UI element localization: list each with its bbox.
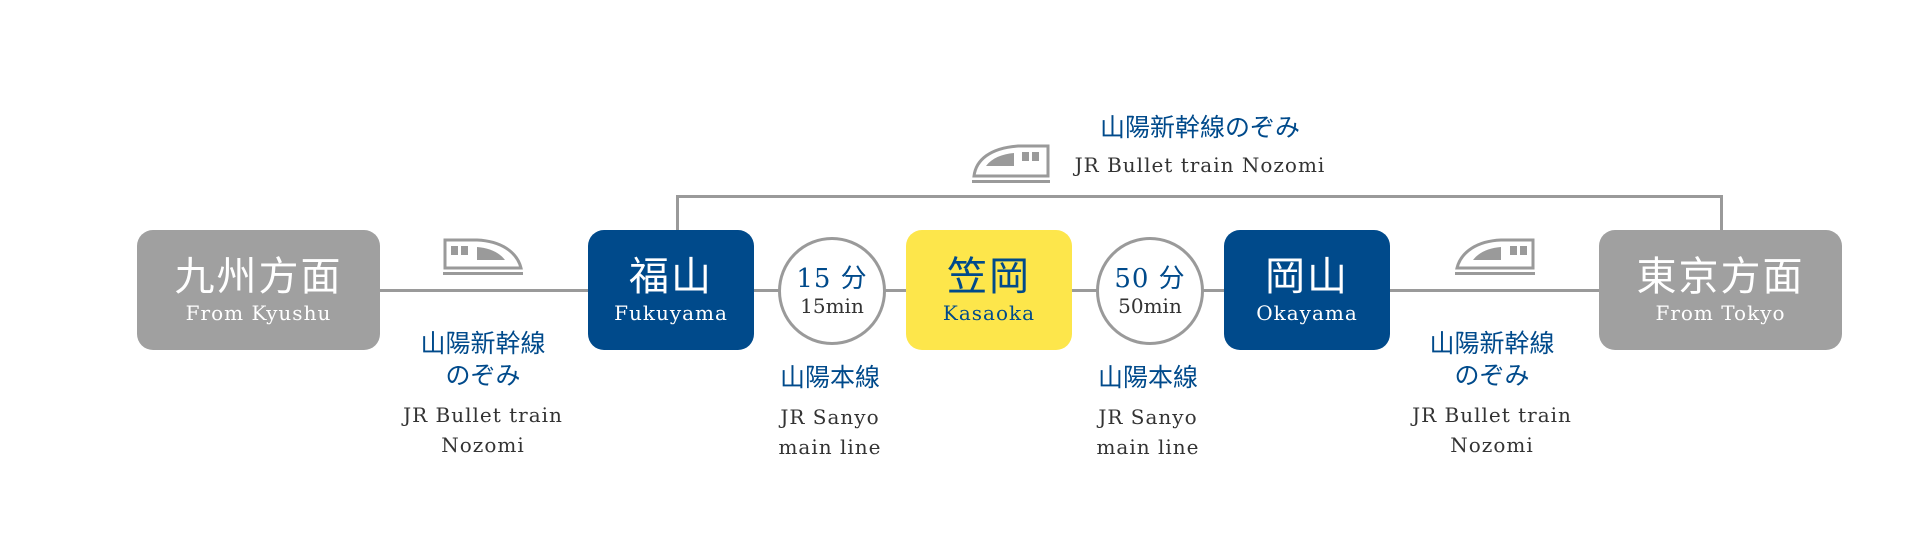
station-kyushu-en: From Kyushu — [185, 301, 332, 325]
station-kyushu-jp: 九州方面 — [174, 254, 343, 300]
station-tokyo-jp: 東京方面 — [1636, 254, 1805, 300]
route-label-mid-left-jp: 山陽本線 — [779, 363, 880, 392]
route-label-right-jp2: のぞみ — [1454, 361, 1530, 390]
time-circle-kasaoka-okayama: 50 分 50min — [1096, 237, 1204, 345]
route-label-mid-right-en1: JR Sanyo — [1098, 405, 1198, 429]
top-route-label: 山陽新幹線のぞみ JR Bullet train Nozomi — [1050, 112, 1350, 180]
route-label-right-en2: Nozomi — [1450, 433, 1534, 457]
time-en: 50min — [1118, 294, 1182, 318]
station-kyushu: 九州方面 From Kyushu — [137, 230, 380, 350]
time-jp: 15 分 — [796, 264, 868, 294]
route-label-left-en2: Nozomi — [441, 433, 525, 457]
station-tokyo: 東京方面 From Tokyo — [1599, 230, 1842, 350]
route-label-left-jp2: のぞみ — [445, 361, 521, 390]
time-jp: 50 分 — [1114, 264, 1186, 294]
bullet-train-icon — [972, 144, 1050, 183]
station-okayama-jp: 岡山 — [1265, 254, 1349, 300]
top-route-jp: 山陽新幹線のぞみ — [1099, 113, 1300, 142]
station-fukuyama: 福山 Fukuyama — [588, 230, 754, 350]
route-label-left-jp1: 山陽新幹線 — [420, 329, 546, 358]
route-label-mid-left: 山陽本線 JR Sanyo main line — [730, 362, 930, 462]
route-label-mid-left-en1: JR Sanyo — [780, 405, 880, 429]
station-fukuyama-en: Fukuyama — [614, 301, 728, 325]
route-label-mid-right-jp: 山陽本線 — [1097, 363, 1198, 392]
bypass-line-right-drop — [1720, 195, 1723, 231]
route-label-mid-right: 山陽本線 JR Sanyo main line — [1048, 362, 1248, 462]
station-okayama: 岡山 Okayama — [1224, 230, 1390, 350]
station-tokyo-en: From Tokyo — [1655, 301, 1786, 325]
station-okayama-en: Okayama — [1256, 301, 1358, 325]
route-label-left: 山陽新幹線 のぞみ JR Bullet train Nozomi — [383, 328, 583, 460]
bypass-line-left-drop — [676, 195, 679, 231]
route-label-right-jp1: 山陽新幹線 — [1429, 329, 1555, 358]
station-kasaoka: 笠岡 Kasaoka — [906, 230, 1072, 350]
route-label-left-en1: JR Bullet train — [403, 403, 563, 427]
bullet-train-icon — [443, 238, 523, 275]
route-label-right: 山陽新幹線 のぞみ JR Bullet train Nozomi — [1392, 328, 1592, 460]
route-label-mid-left-en2: main line — [778, 435, 882, 459]
time-en: 15min — [800, 294, 864, 318]
route-label-mid-right-en2: main line — [1096, 435, 1200, 459]
bullet-train-icon — [1455, 238, 1535, 275]
station-kasaoka-en: Kasaoka — [942, 301, 1036, 325]
route-label-right-en1: JR Bullet train — [1412, 403, 1572, 427]
station-fukuyama-jp: 福山 — [629, 254, 713, 300]
top-route-en: JR Bullet train Nozomi — [1074, 153, 1326, 177]
station-kasaoka-jp: 笠岡 — [947, 254, 1031, 300]
time-circle-fukuyama-kasaoka: 15 分 15min — [778, 237, 886, 345]
bypass-line-top — [676, 195, 1723, 198]
